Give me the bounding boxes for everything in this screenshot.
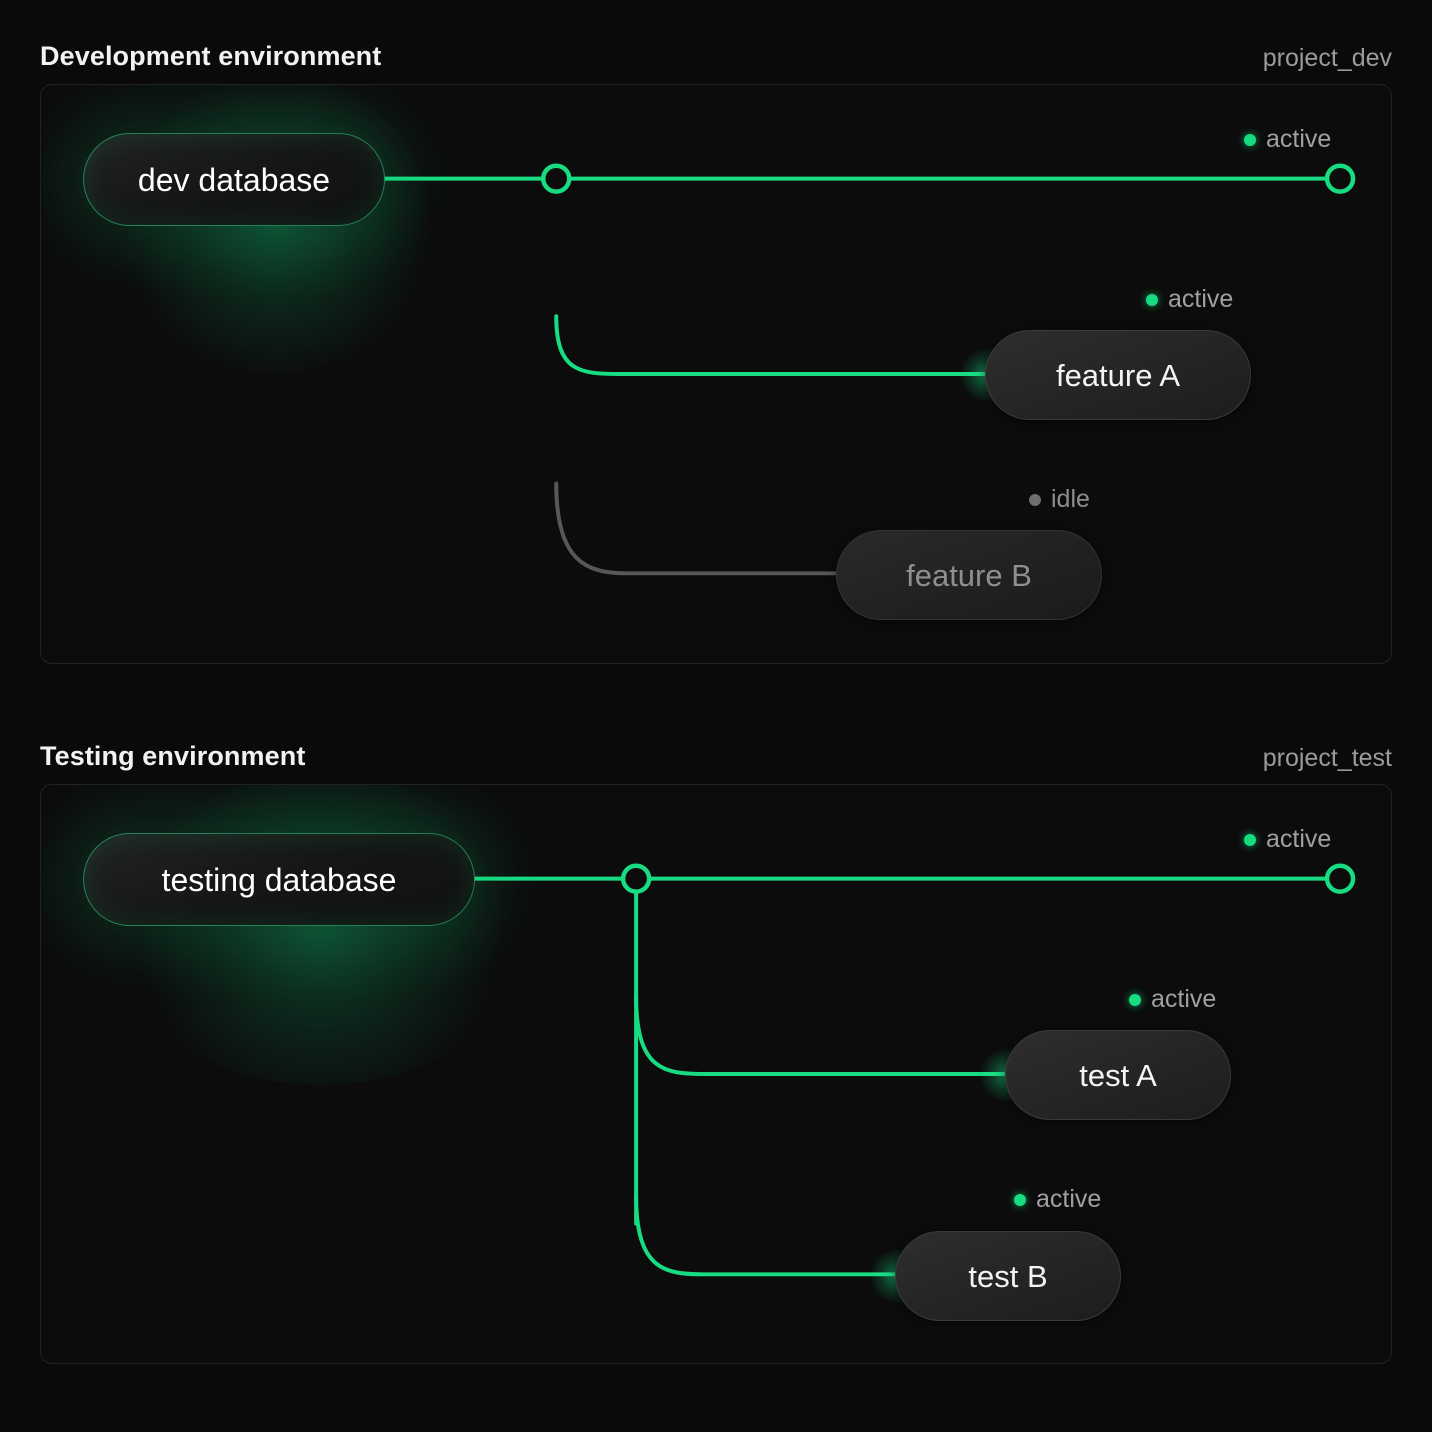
status-dot-active-icon [1129, 993, 1141, 1006]
status-test-a: active [1129, 987, 1216, 1012]
status-label: active [1266, 125, 1332, 153]
status-dot-idle-icon [1029, 493, 1041, 506]
status-label: idle [1051, 485, 1090, 513]
node-label: test A [1079, 1057, 1157, 1093]
status-feature-b: idle [1029, 487, 1090, 512]
development-graph-card: active active idle dev database feature … [40, 84, 1392, 664]
development-header: Development environment project_dev [0, 0, 1432, 84]
node-label: feature B [906, 557, 1032, 593]
testing-title: Testing environment [40, 741, 306, 771]
node-testing-database[interactable]: testing database [83, 833, 475, 926]
edge-trunk-to-test-b [634, 1193, 898, 1277]
node-label: test B [968, 1258, 1048, 1294]
status-dev-endpoint: active [1244, 127, 1331, 152]
node-label: testing database [161, 861, 397, 898]
section-development: Development environment project_dev [0, 0, 1432, 715]
section-testing: Testing environment project_test [0, 700, 1432, 1415]
status-dot-active-icon [1146, 293, 1158, 306]
status-label: active [1151, 985, 1217, 1013]
status-dot-active-icon [1014, 1193, 1026, 1206]
edge-trunk-to-test-a [634, 994, 1008, 1076]
node-test-b[interactable]: test B [895, 1231, 1121, 1321]
node-label: feature A [1055, 357, 1181, 393]
status-label: active [1266, 825, 1332, 853]
development-edges [384, 163, 1356, 578]
development-graph: active active idle dev database feature … [41, 85, 1391, 663]
status-label: active [1036, 1185, 1102, 1213]
edge-trunk-to-feature-a [554, 314, 988, 376]
edge-trunk-to-feature-b [554, 481, 838, 576]
development-title: Development environment [40, 41, 382, 71]
node-feature-a[interactable]: feature A [985, 330, 1251, 420]
status-dot-active-icon [1244, 133, 1256, 146]
testing-header: Testing environment project_test [0, 700, 1432, 784]
status-testing-endpoint: active [1244, 827, 1331, 852]
testing-edges [474, 863, 1356, 1277]
testing-graph-card: active active active testing database te… [40, 784, 1392, 1364]
development-project: project_dev [1262, 44, 1392, 72]
node-test-a[interactable]: test A [1005, 1030, 1231, 1120]
testing-graph: active active active testing database te… [41, 785, 1391, 1363]
dev-junction-node[interactable] [541, 163, 572, 194]
status-label: active [1168, 285, 1234, 313]
status-feature-a: active [1146, 287, 1233, 312]
testing-project: project_test [1262, 744, 1392, 772]
status-dot-active-icon [1244, 833, 1256, 846]
node-label: dev database [137, 161, 331, 198]
dev-endpoint-node[interactable] [1324, 163, 1356, 194]
node-dev-database[interactable]: dev database [83, 133, 385, 226]
node-feature-b[interactable]: feature B [836, 530, 1102, 620]
testing-junction-node[interactable] [620, 863, 652, 894]
status-test-b: active [1014, 1187, 1101, 1212]
testing-endpoint-node[interactable] [1324, 863, 1356, 894]
